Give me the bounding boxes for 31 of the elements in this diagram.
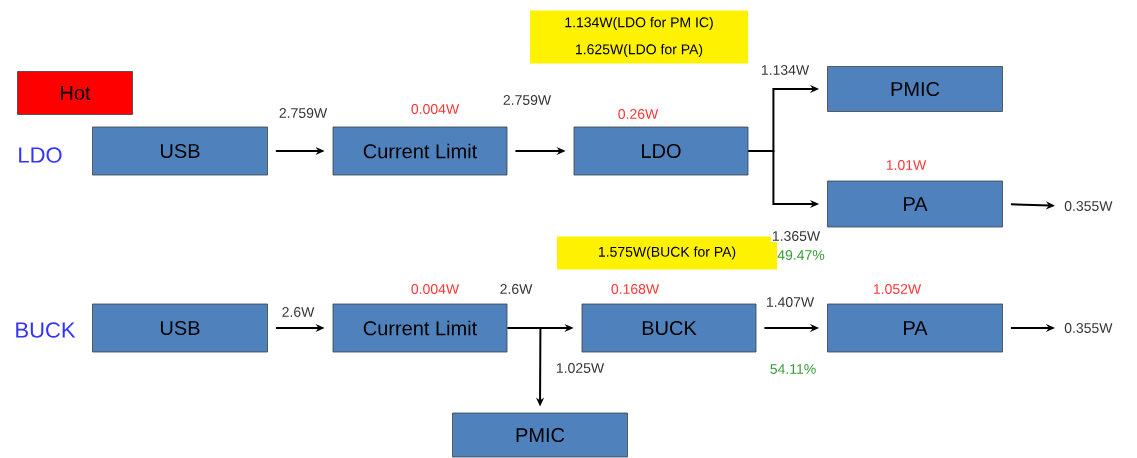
process-box: USB	[92, 303, 268, 353]
process-box: PA	[827, 303, 1003, 353]
output-value: 0.355W	[1064, 323, 1113, 333]
edge-label: 2.759W	[277, 107, 329, 119]
edge-label: 2.6W	[280, 306, 316, 318]
edge-label: 1.407W	[764, 296, 816, 308]
process-box: USB	[92, 126, 268, 176]
loss-value: 1.01W	[886, 160, 927, 170]
process-box: Current Limit	[332, 126, 508, 176]
status-badge: Hot	[17, 71, 133, 115]
edge-label: 2.759W	[501, 94, 553, 106]
edge-label: 2.6W	[498, 283, 534, 295]
edge-label: 1.365W	[770, 230, 822, 242]
loss-value: 0.004W	[411, 284, 460, 294]
edge-label: 1.025W	[554, 362, 606, 374]
loss-value: 0.168W	[611, 284, 660, 294]
edge-label: 1.134W	[759, 64, 811, 76]
process-box: PMIC	[827, 66, 1003, 112]
note-box: 1.134W(LDO for PM IC) 1.625W(LDO for PA)	[530, 10, 748, 64]
loss-value: 1.052W	[873, 284, 922, 294]
output-value: 0.355W	[1064, 201, 1113, 211]
efficiency-value: 49.47%	[777, 250, 825, 260]
efficiency-value: 54.11%	[770, 364, 816, 374]
loss-value: 0.26W	[618, 109, 659, 119]
process-box: PA	[827, 180, 1003, 228]
process-box: LDO	[573, 126, 749, 176]
row-label: LDO	[19, 147, 62, 163]
process-box: BUCK	[581, 303, 757, 353]
process-box: Current Limit	[332, 303, 508, 353]
loss-value: 0.004W	[411, 104, 460, 114]
process-box: PMIC	[452, 412, 628, 458]
